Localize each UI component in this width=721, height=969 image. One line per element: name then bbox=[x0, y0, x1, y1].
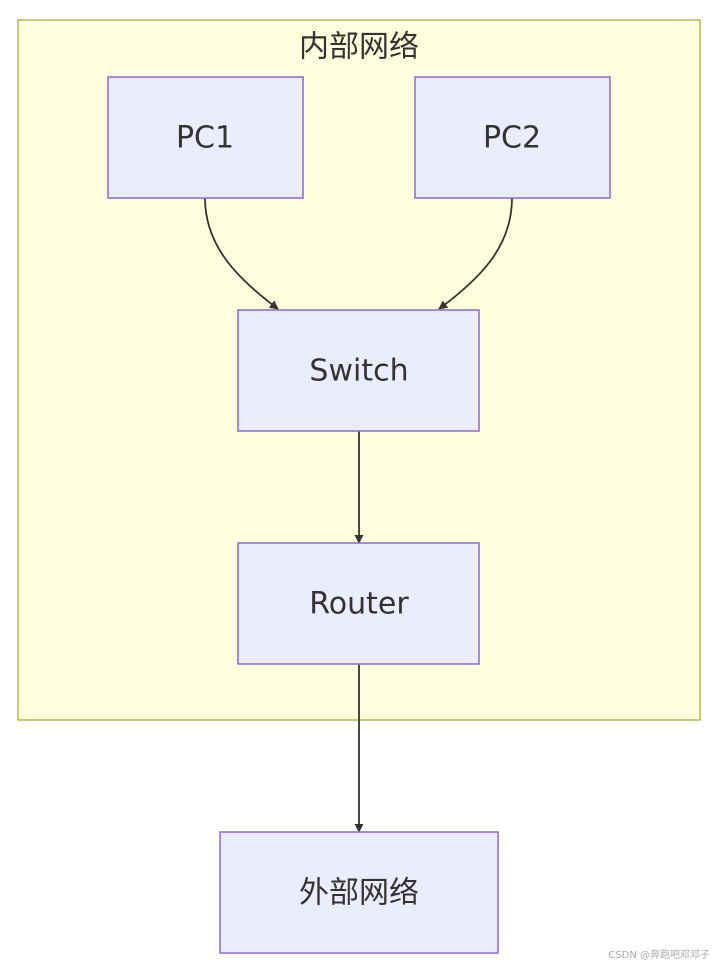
node-pc1-box[interactable] bbox=[107, 76, 304, 199]
node-pc2[interactable]: PC2 bbox=[414, 76, 611, 199]
node-external-network-label: 外部网络 bbox=[299, 876, 419, 911]
node-router[interactable]: Router bbox=[237, 542, 480, 665]
node-pc2-label: PC2 bbox=[483, 121, 541, 156]
edge-pc2-to-switch bbox=[438, 197, 513, 310]
node-router-box[interactable] bbox=[237, 542, 480, 665]
node-switch-label: Switch bbox=[309, 354, 408, 389]
node-switch-box[interactable] bbox=[237, 309, 480, 432]
node-pc2-box[interactable] bbox=[414, 76, 611, 199]
edge-pc1-to-switch bbox=[204, 197, 279, 310]
node-switch[interactable]: Switch bbox=[237, 309, 480, 432]
node-external-network-box[interactable] bbox=[219, 831, 499, 954]
edges bbox=[204, 197, 513, 833]
subgraph-title: 内部网络 bbox=[299, 30, 419, 65]
node-pc1-label: PC1 bbox=[176, 121, 234, 156]
node-router-label: Router bbox=[309, 587, 409, 622]
node-external-network[interactable]: 外部网络 bbox=[219, 831, 499, 954]
watermark: CSDN @奔跑吧邓邓子 bbox=[608, 950, 710, 961]
node-pc1[interactable]: PC1 bbox=[107, 76, 304, 199]
